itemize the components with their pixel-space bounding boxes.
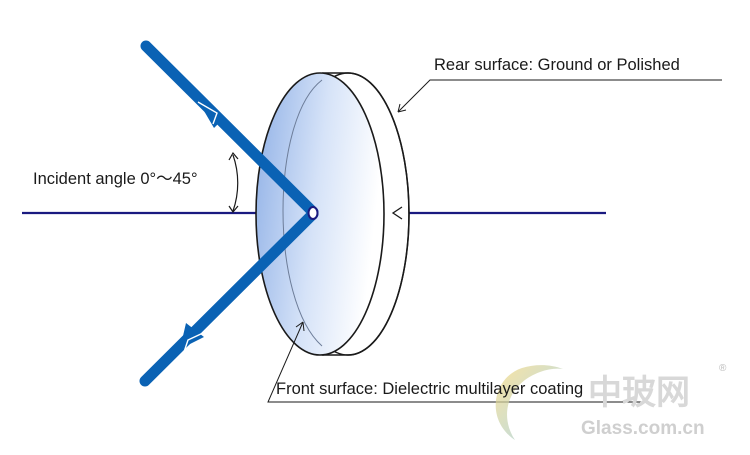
watermark: 中玻网 ® Glass.com.cn <box>495 363 727 440</box>
angle-arrow-top-icon <box>228 151 239 161</box>
watermark-cn-text: 中玻网 <box>588 373 690 413</box>
front-surface-leader <box>267 321 648 403</box>
watermark-registered-mark: ® <box>719 363 727 374</box>
incident-arrow-icon <box>197 101 218 125</box>
angle-arrow-bottom-icon <box>228 205 239 214</box>
watermark-logo-icon <box>495 365 563 440</box>
reflected-arrow-icon <box>183 332 204 353</box>
reflected-beam <box>139 208 319 387</box>
coating-ring-line <box>282 79 323 347</box>
axis-arrow-icon <box>391 206 403 220</box>
incidence-point <box>307 206 319 220</box>
rear-surface-leader <box>397 79 722 113</box>
mirror-front-face <box>255 72 385 356</box>
front-surface-label: Front surface: Dielectric multilayer coa… <box>276 380 583 398</box>
watermark-en-text: Glass.com.cn <box>581 418 705 439</box>
incident-angle-label: Incident angle 0°～45° <box>33 170 198 188</box>
incident-angle-arc <box>228 151 239 214</box>
rear-surface-label: Rear surface: Ground or Polished <box>434 56 680 74</box>
incident-beam <box>140 40 319 218</box>
